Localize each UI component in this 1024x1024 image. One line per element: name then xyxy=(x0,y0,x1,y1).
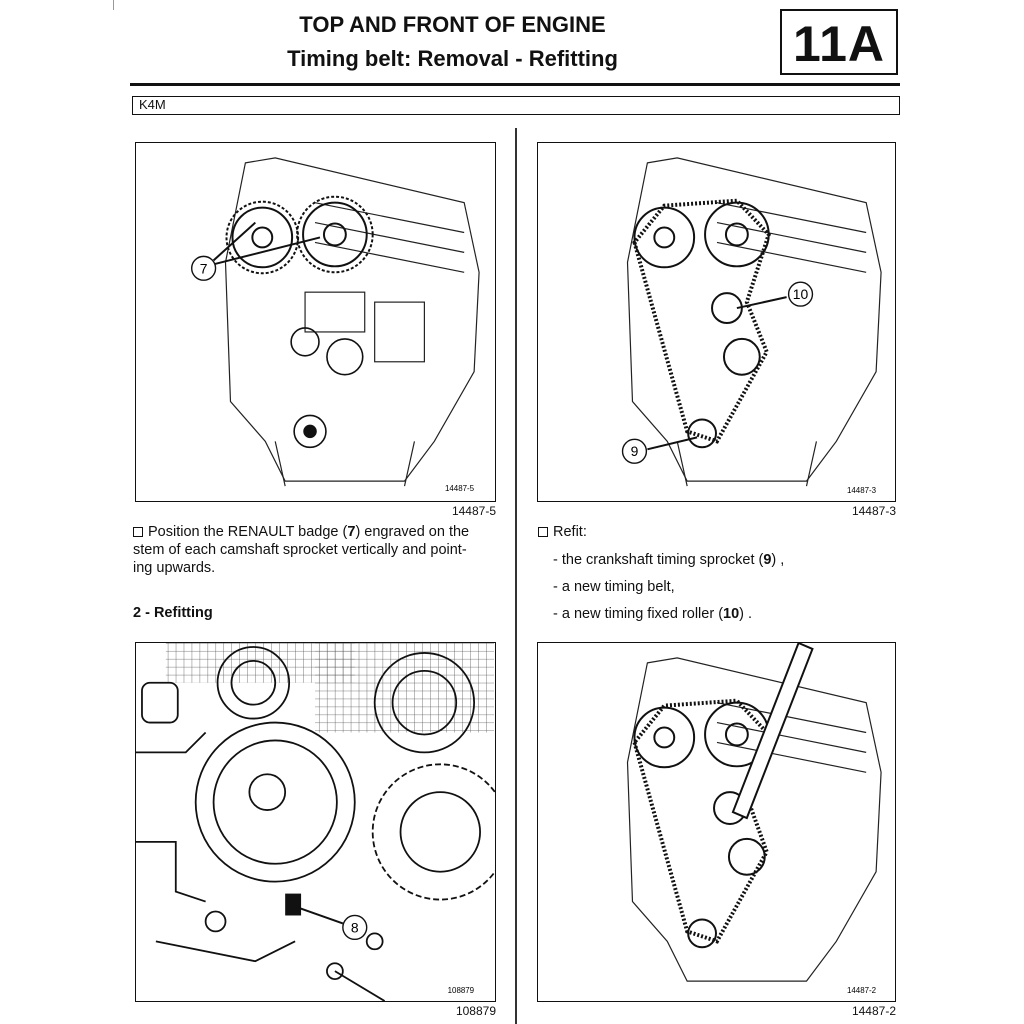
tensioning-tool xyxy=(731,643,814,820)
checkbox-bullet-icon xyxy=(538,527,548,537)
timing-belt xyxy=(632,198,771,444)
header-rule xyxy=(130,83,900,86)
figure-ref-small: 14487-5 xyxy=(445,484,475,493)
callout-8: 8 xyxy=(351,919,359,935)
callout-7: 7 xyxy=(200,260,208,276)
figure-ref-small: 108879 xyxy=(448,986,475,995)
checkbox-bullet-icon xyxy=(133,527,143,537)
page-subtitle: Timing belt: Removal - Refitting xyxy=(287,46,618,71)
camshaft-sprocket-left xyxy=(225,200,300,275)
chapter-number: 11A xyxy=(780,9,898,75)
figure-belt-tensioning: 14487-2 xyxy=(537,642,896,1002)
engine-illustration: 7 14487-5 xyxy=(190,157,480,493)
tensioner-illustration: 8 108879 xyxy=(136,643,495,1001)
refit-item: - the crankshaft timing sprocket (9) , xyxy=(553,552,785,568)
column-divider xyxy=(515,128,517,1024)
engine-illustration: 14487-2 xyxy=(626,643,882,995)
figure-camshaft-sprockets: 7 14487-5 xyxy=(135,142,496,502)
page-title: TOP AND FRONT OF ENGINE xyxy=(299,12,606,37)
section-heading: 2 - Refitting xyxy=(133,605,213,621)
figure-ref: 14487-5 xyxy=(451,504,496,518)
refit-item: - a new timing fixed roller (10) . xyxy=(553,606,753,622)
refit-item: - a new timing belt, xyxy=(553,579,675,595)
figure-timing-belt-route: 10 9 14487-3 xyxy=(537,142,896,502)
engine-illustration: 10 9 14487-3 xyxy=(621,157,882,495)
figure-ref: 14487-2 xyxy=(851,1004,896,1018)
header-edge-mark xyxy=(113,0,114,10)
camshaft-sprocket-right xyxy=(296,195,374,274)
instruction-paragraph: Position the RENAULT badge (7) engraved … xyxy=(133,524,470,576)
figure-ref: 108879 xyxy=(455,1004,496,1018)
engine-code-box: K4M xyxy=(132,96,900,115)
callout-9: 9 xyxy=(631,443,639,459)
figure-ref-small: 14487-2 xyxy=(847,986,877,995)
engine-code: K4M xyxy=(139,97,166,112)
refit-label: Refit: xyxy=(538,523,587,541)
figure-ref-small: 14487-3 xyxy=(847,486,877,495)
callout-10: 10 xyxy=(793,286,809,302)
figure-tensioner-detail: 8 108879 xyxy=(135,642,496,1002)
figure-ref: 14487-3 xyxy=(851,504,896,518)
